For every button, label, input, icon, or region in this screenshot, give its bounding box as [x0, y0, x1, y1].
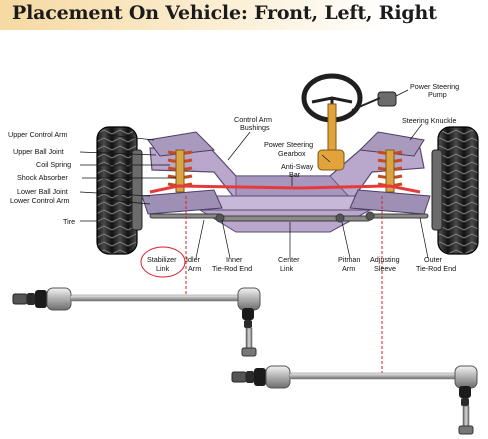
- label-control-arm-bushings-2: Bushings: [240, 123, 270, 132]
- label-coil-spring: Coil Spring: [36, 160, 71, 169]
- label-inner-tie-rod-end-1: Inner: [226, 255, 243, 264]
- left-tire: [97, 127, 142, 254]
- label-adjusting-sleeve-1: Adjusting: [370, 255, 400, 264]
- label-lower-control-arm: Lower Control Arm: [10, 196, 70, 205]
- label-steering-knuckle: Steering Knuckle: [402, 116, 456, 125]
- label-outer-tie-rod-end-2: Tie-Rod End: [416, 264, 456, 273]
- label-adjusting-sleeve-2: Sleeve: [374, 264, 396, 273]
- label-pitman-arm-2: Arm: [342, 264, 355, 273]
- right-tire: [432, 127, 478, 254]
- label-tire: Tire: [63, 217, 75, 226]
- label-lower-ball-joint: Lower Ball Joint: [17, 187, 68, 196]
- label-upper-control-arm: Upper Control Arm: [8, 130, 68, 139]
- label-anti-sway-bar-2: Bar: [289, 170, 301, 179]
- stabilizer-link-product-right: [232, 366, 477, 434]
- label-idler-arm-1: Idler: [186, 255, 201, 264]
- label-stabilizer-link-1: Stabilizer: [147, 255, 177, 264]
- label-idler-arm-2: Arm: [188, 264, 201, 273]
- label-center-link-1: Center: [278, 255, 300, 264]
- label-shock-absorber: Shock Absorber: [17, 173, 68, 182]
- steering-column: [304, 76, 360, 170]
- labels-bottom: Stabilizer Link Idler Arm Inner Tie-Rod …: [147, 255, 456, 273]
- label-outer-tie-rod-end-1: Outer: [424, 255, 443, 264]
- label-power-steering-pump-2: Pump: [428, 90, 447, 99]
- label-center-link-2: Link: [280, 264, 294, 273]
- labels-left: Upper Control Arm Upper Ball Joint Coil …: [8, 130, 75, 226]
- label-upper-ball-joint: Upper Ball Joint: [13, 147, 64, 156]
- label-power-steering-gearbox-2: Gearbox: [278, 149, 306, 158]
- label-pitman-arm-1: Pitman: [338, 255, 360, 264]
- label-inner-tie-rod-end-2: Tie-Rod End: [212, 264, 252, 273]
- label-power-steering-gearbox-1: Power Steering: [264, 140, 313, 149]
- label-stabilizer-link-2: Link: [156, 264, 170, 273]
- stabilizer-link-product-left: [13, 288, 260, 356]
